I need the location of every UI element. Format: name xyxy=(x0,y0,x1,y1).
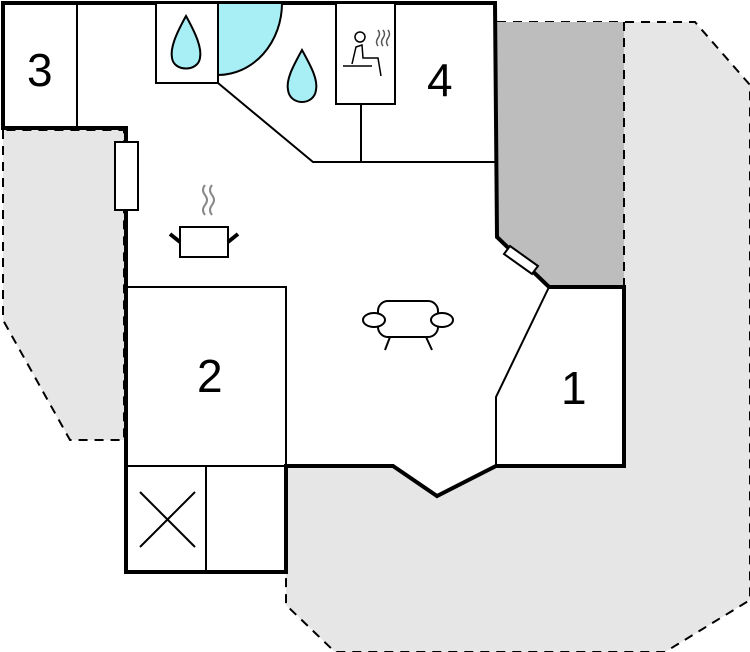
cooking-pot-icon xyxy=(168,184,240,258)
shower-drop-icon xyxy=(170,13,202,70)
sofa-icon xyxy=(362,300,454,351)
covered-terrace xyxy=(497,22,624,287)
room-label-2: 2 xyxy=(197,350,223,402)
sauna-icon xyxy=(343,29,391,77)
window xyxy=(502,244,540,276)
room-label-1: 1 xyxy=(561,362,587,414)
shower-drop-icon xyxy=(286,47,318,103)
room-label-4: 4 xyxy=(427,54,453,106)
window xyxy=(114,141,139,211)
terrace-left xyxy=(2,129,125,441)
chimney-x-icon xyxy=(139,491,196,548)
room-label-3: 3 xyxy=(27,44,53,96)
